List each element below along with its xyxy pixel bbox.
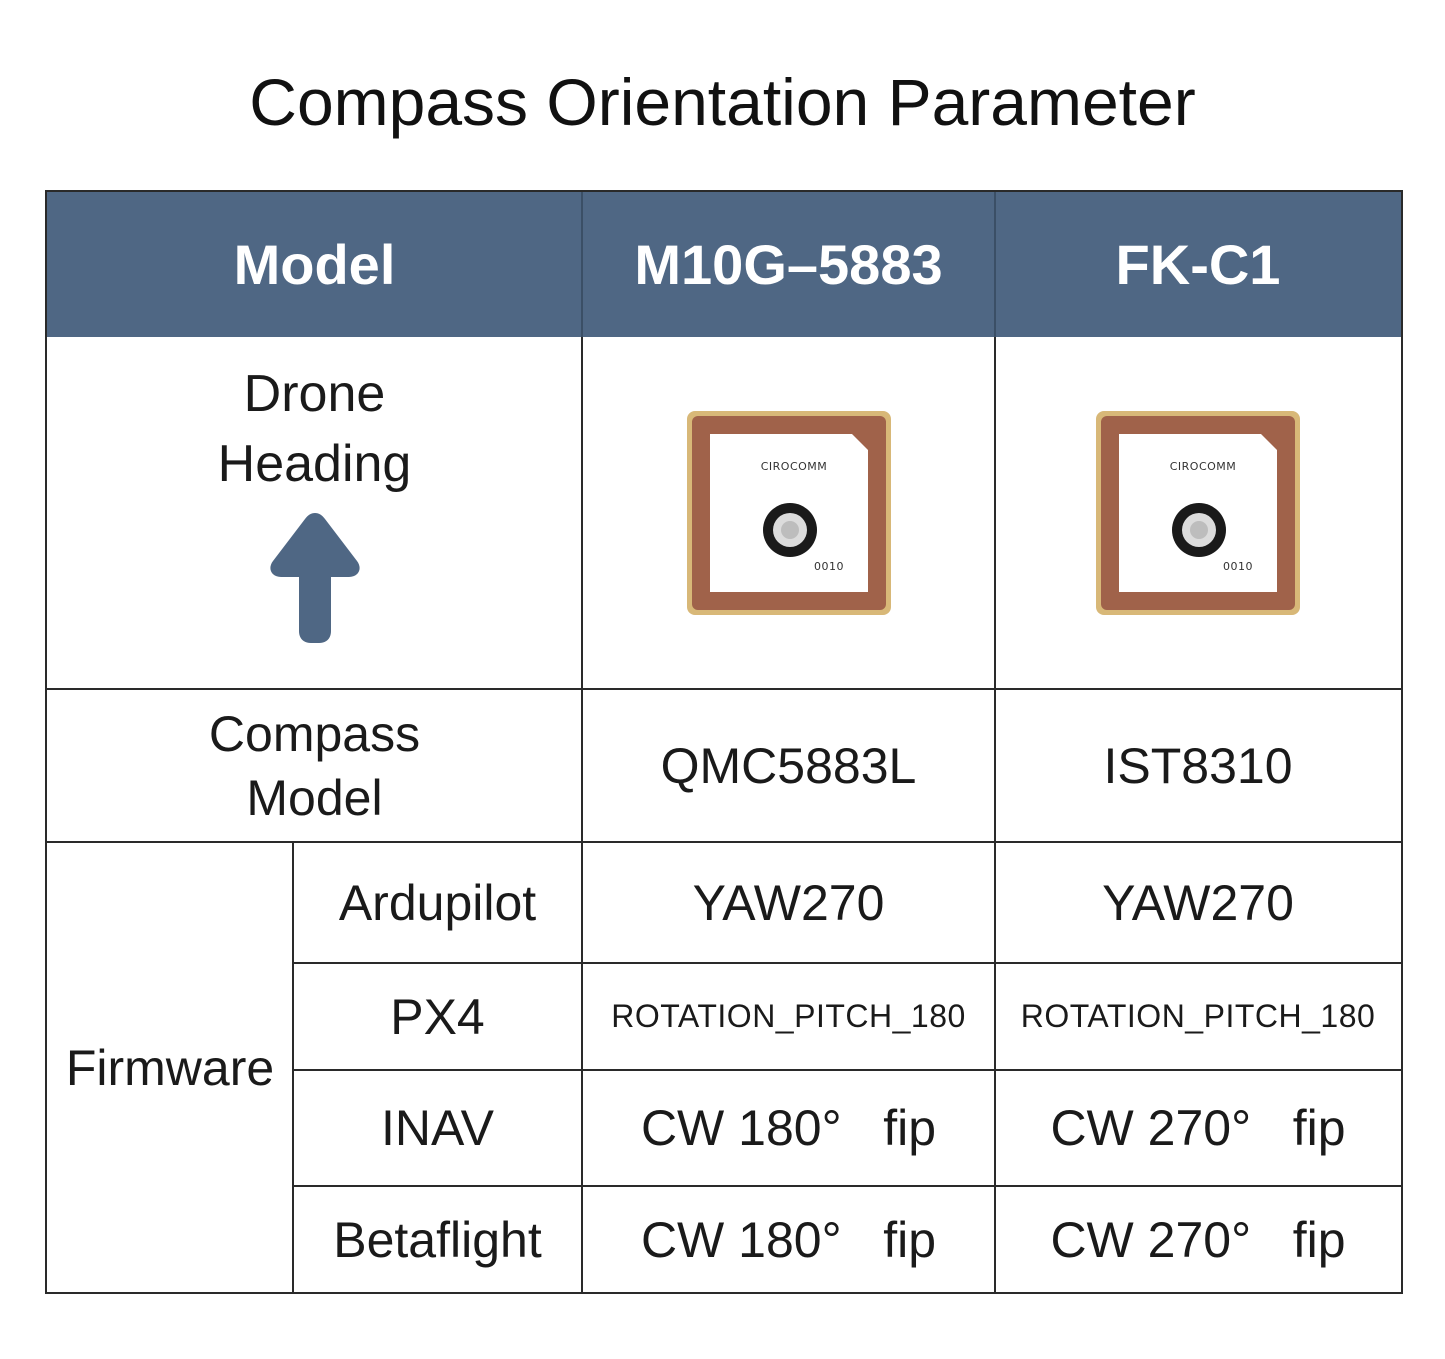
orientation-table: Model M10G–5883 FK-C1 Drone Heading CIRO… <box>45 190 1403 1294</box>
gps-antenna-chip-image: CIROCOMM 0010 <box>686 411 891 615</box>
header-fk-c1: FK-C1 <box>995 192 1401 337</box>
page-title: Compass Orientation Parameter <box>249 65 1196 139</box>
m10g-chip-cell: CIROCOMM 0010 <box>582 337 995 689</box>
chip-brand-label: CIROCOMM <box>1170 460 1237 473</box>
inav-m10g-value: CW 180° fip <box>640 1100 937 1156</box>
firmware-label: Firmware <box>65 1040 275 1096</box>
chip-code-label: 0010 <box>1223 560 1253 573</box>
drone-heading-label-line1: Drone <box>243 365 386 423</box>
up-arrow-icon <box>269 513 360 643</box>
header-m10g-5883: M10G–5883 <box>582 192 995 337</box>
firmware-name-ardupilot: Ardupilot <box>338 874 537 931</box>
betaflight-fk-c1-value: CW 270° fip <box>1050 1212 1346 1268</box>
chip-code-label: 0010 <box>814 560 844 573</box>
compass-model-m10g: QMC5883L <box>660 737 917 794</box>
px4-fk-c1-value: ROTATION_PITCH_180 <box>1020 998 1376 1034</box>
betaflight-m10g-value: CW 180° fip <box>640 1212 937 1268</box>
drone-heading-cell: Drone Heading <box>47 337 582 689</box>
header-model: Model <box>47 192 582 337</box>
fk-c1-chip-cell: CIROCOMM 0010 <box>995 337 1401 689</box>
compass-model-fk-c1: IST8310 <box>1103 737 1293 794</box>
firmware-name-inav: INAV <box>381 1100 494 1156</box>
drone-heading-label-line2: Heading <box>217 435 412 493</box>
chip-brand-label: CIROCOMM <box>760 460 827 473</box>
ardupilot-m10g-value: YAW270 <box>692 874 885 931</box>
ardupilot-fk-c1-value: YAW270 <box>1102 874 1294 931</box>
inav-fk-c1-value: CW 270° fip <box>1050 1100 1346 1156</box>
compass-model-label-line2: Model <box>246 769 383 826</box>
firmware-name-betaflight: Betaflight <box>333 1212 542 1268</box>
gps-antenna-chip-image: CIROCOMM 0010 <box>1096 411 1300 615</box>
compass-model-label-cell: Compass Model <box>47 689 582 842</box>
px4-m10g-value: ROTATION_PITCH_180 <box>611 998 966 1034</box>
firmware-name-px4: PX4 <box>390 988 485 1045</box>
compass-model-label-line1: Compass <box>208 705 421 762</box>
